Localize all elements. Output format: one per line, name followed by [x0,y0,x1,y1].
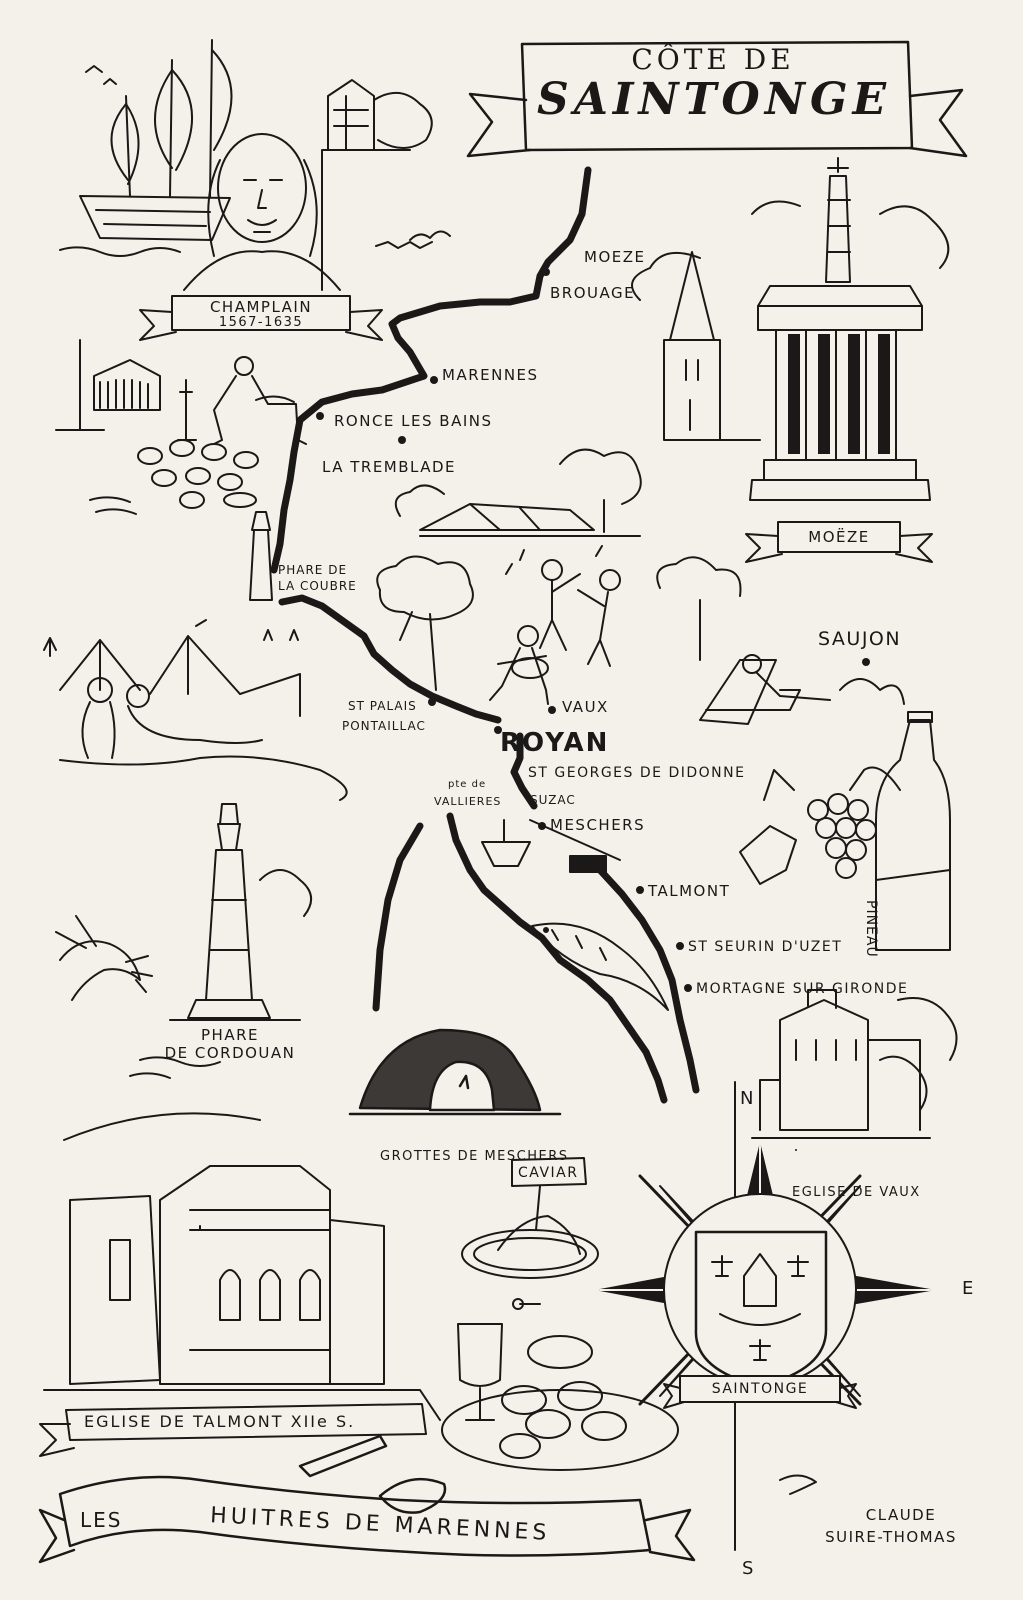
phare-coubre [249,511,273,601]
label-talmont: TALMONT [648,882,731,900]
compass-north: N [740,1088,755,1109]
label-moeze-town: MOEZE [584,248,646,266]
fish-vignette [531,922,669,1011]
label-vallieres: VALLIERES [434,795,502,808]
label-st-palais: ST PALAIS [348,699,417,713]
label-brouage: BROUAGE [550,284,636,302]
title-line2: SAINTONGE [536,74,892,125]
caviar-vignette [461,1157,599,1279]
moeze-vignette [631,157,950,563]
pineau-vignette [739,711,951,951]
label-pontaillac: PONTAILLAC [342,719,426,733]
label-la-tremblade: LA TREMBLADE [322,458,457,476]
label-phare-coubre-1: PHARE DE [278,563,348,577]
oyster-plate-vignette [441,1298,679,1471]
label-caviar: CAVIAR [518,1165,579,1181]
label-champlain-dates: 1567-1635 [218,315,304,330]
deckchair-vignette [699,654,905,725]
signature-flourish [779,1474,817,1495]
label-phare-cordouan-1: PHARE [201,1026,259,1044]
label-st-seurin: ST SEURIN D'UZET [688,939,843,955]
label-meschers: MESCHERS [550,816,646,834]
champlain-vignette [59,39,451,341]
label-saujon: SAUJON [818,628,902,650]
eglise-vaux-vignette [751,989,958,1151]
label-eglise-vaux: EGLISE DE VAUX [792,1185,921,1200]
phare-cordouan-vignette [129,803,312,1079]
label-st-georges: ST GEORGES DE DIDONNE [528,765,746,781]
town-dots [316,268,870,992]
label-moeze-tower: MOËZE [808,528,870,546]
label-huitres-1: LES [80,1508,123,1532]
signature-line1: CLAUDE [865,1506,937,1524]
signature-line2: SUIRE-THOMAS [825,1528,957,1546]
label-mortagne: MORTAGNE SUR GIRONDE [696,981,909,997]
title-banner [466,40,968,158]
label-royan: ROYAN [500,728,610,758]
camp-vignette [394,448,642,537]
compass-south: S [742,1558,755,1579]
oyster-farm-vignette [55,339,307,515]
label-phare-coubre-2: LA COUBRE [278,579,357,593]
label-vaux: VAUX [562,698,609,716]
label-pineau: PINEAU [863,900,879,958]
boats-vignette [481,819,621,873]
label-champlain: CHAMPLAIN [209,298,313,316]
label-marennes: MARENNES [442,366,539,384]
label-eglise-talmont: EGLISE DE TALMONT XIIe S. [84,1412,356,1431]
compass-east: E [962,1278,975,1299]
label-ronce-les-bains: RONCE LES BAINS [334,412,493,430]
label-suzac: SUZAC [530,793,576,807]
beach-vignette [43,619,348,801]
huitres-banner [38,1434,696,1564]
label-grottes: GROTTES DE MESCHERS [380,1149,569,1164]
dance-vignette [376,545,742,705]
eglise-talmont-vignette [39,1112,441,1457]
label-pte-de: pte de [448,779,487,790]
label-phare-cordouan-2: DE CORDOUAN [164,1044,296,1062]
label-shield-saintonge: SAINTONGE [711,1381,809,1397]
title-line1: CÔTE DE [631,43,795,76]
grottes-vignette [348,1028,562,1116]
compass-rose [599,1081,931,1551]
shrimp-vignette [55,915,153,1001]
